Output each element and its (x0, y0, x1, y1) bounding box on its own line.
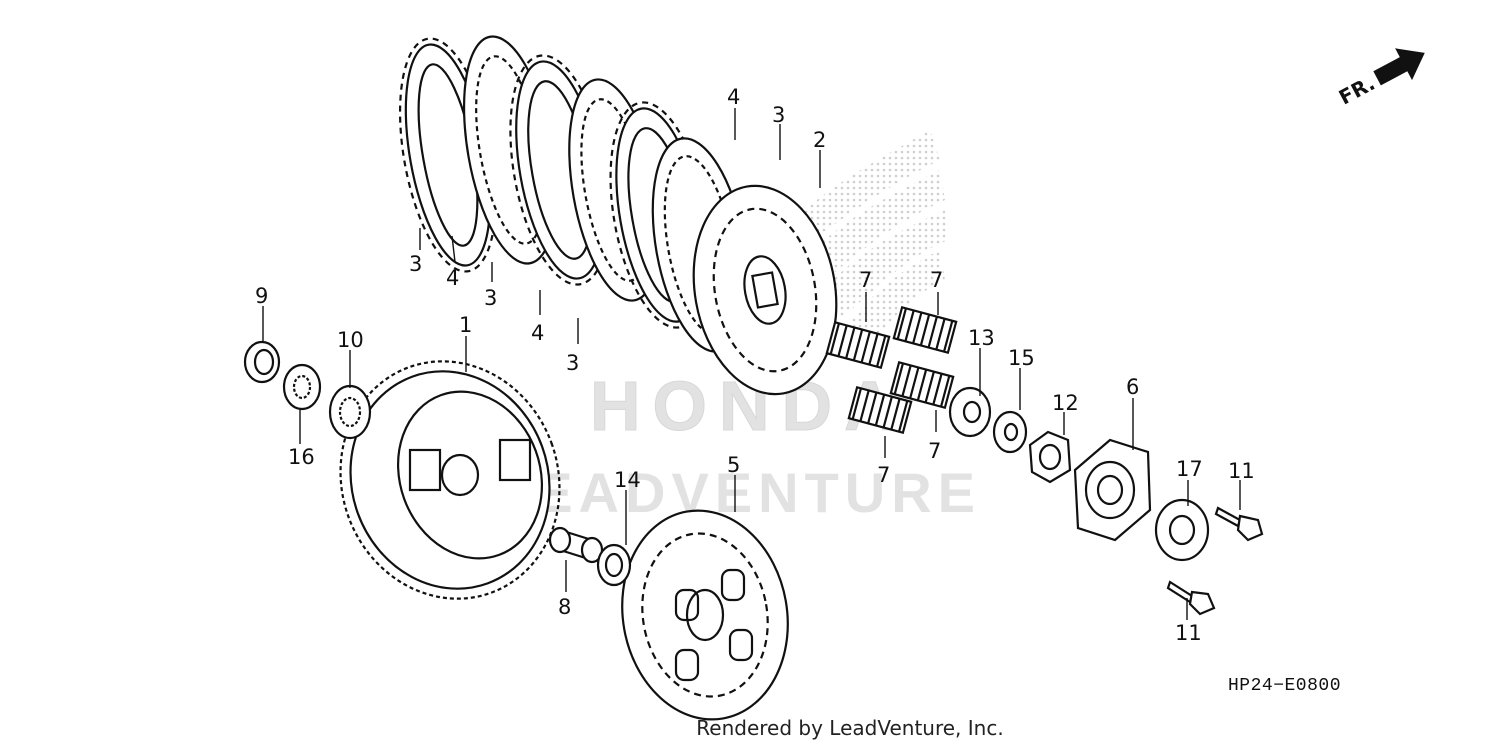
callout-1: 1 (459, 313, 472, 337)
callout-7: 7 (859, 268, 872, 292)
clutch-plate-stack (398, 35, 838, 396)
clutch-springs (825, 305, 958, 435)
callout-7: 7 (930, 268, 943, 292)
clutch-lifter-plate (1073, 438, 1152, 542)
callout-4: 4 (727, 85, 740, 109)
callout-3: 3 (566, 351, 579, 375)
washer-15 (992, 410, 1028, 454)
bearing (1154, 498, 1210, 562)
callout-16: 16 (288, 445, 315, 469)
callout-3: 3 (484, 286, 497, 310)
bolt-upper (1214, 506, 1264, 542)
callout-13: 13 (968, 326, 995, 350)
callout-11: 11 (1228, 459, 1255, 483)
clutch-outer (339, 360, 561, 600)
callout-12: 12 (1052, 391, 1079, 415)
bolt-lower (1166, 580, 1216, 616)
callout-14: 14 (614, 468, 641, 492)
collar (243, 340, 281, 384)
callout-8: 8 (558, 595, 571, 619)
callout-4: 4 (531, 321, 544, 345)
callout-17: 17 (1176, 457, 1203, 481)
callout-9: 9 (255, 284, 268, 308)
front-indicator-label: FR. (1335, 71, 1379, 110)
leader-lines (262, 108, 1241, 620)
thrust-washer (328, 384, 372, 440)
callout-3: 3 (772, 103, 785, 127)
callout-7: 7 (928, 439, 941, 463)
callout-numbers: 1 2 3 3 3 3 3 4 4 4 4 5 6 7 7 7 7 8 9 10… (255, 85, 1255, 645)
callout-7: 7 (877, 463, 890, 487)
washer-14 (596, 543, 632, 587)
front-arrow-icon: FR. (1335, 48, 1425, 110)
callout-6: 6 (1126, 375, 1139, 399)
callout-4: 4 (446, 266, 459, 290)
callout-2: 2 (813, 128, 826, 152)
pressure-plate (621, 509, 789, 721)
washer-13 (948, 386, 992, 438)
footer-credit: Rendered by LeadVenture, Inc. (696, 716, 1004, 740)
lifter-plate (1028, 430, 1072, 484)
lock-washer (282, 363, 322, 411)
callout-15: 15 (1008, 346, 1035, 370)
callout-10: 10 (337, 328, 364, 352)
callout-5: 5 (727, 453, 740, 477)
diagram-code: HP24−E0800 (1228, 676, 1342, 696)
callout-3: 3 (409, 252, 422, 276)
clutch-center (692, 184, 838, 396)
callout-11: 11 (1175, 621, 1202, 645)
needle-bushing (548, 526, 604, 564)
